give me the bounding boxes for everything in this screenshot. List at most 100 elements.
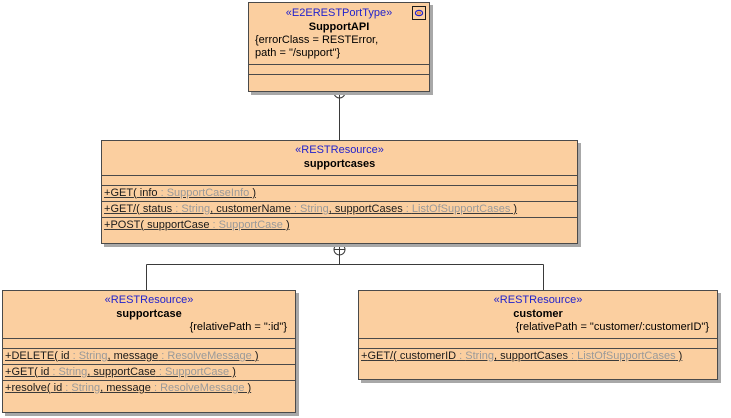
supportapi-name: SupportAPI bbox=[308, 21, 370, 33]
operation-row[interactable]: +GET/( customerID : String, supportCases… bbox=[359, 349, 717, 364]
operation-paren-open: ( bbox=[140, 219, 145, 231]
operation-visibility: + bbox=[5, 350, 12, 362]
operation-paren-open: ( bbox=[54, 350, 58, 362]
supportcase-header: «RESTResource» supportcase {relativePath… bbox=[3, 291, 295, 338]
operation-param-type: ResolveMessage bbox=[167, 350, 252, 362]
operation-param-type: ListOfSupportCases bbox=[411, 203, 511, 215]
operation-name: GET bbox=[11, 366, 35, 378]
operation-param-colon: : bbox=[172, 203, 182, 215]
operation-paren-close: ) bbox=[244, 382, 252, 394]
operation-visibility: + bbox=[361, 350, 368, 362]
operation-param-type: ResolveMessage bbox=[160, 382, 245, 394]
customer-tagged-values: {relativePath = "customer/:customerID"} bbox=[515, 321, 709, 333]
operation-param-separator: , bbox=[328, 203, 332, 215]
operation-param-colon: : bbox=[158, 350, 168, 362]
operation-visibility: + bbox=[104, 187, 111, 199]
operation-row[interactable]: +GET/( status : String, customerName : S… bbox=[102, 202, 577, 218]
uml-class-customer[interactable]: «RESTResource» customer {relativePath = … bbox=[358, 290, 718, 380]
supportapi-attributes-compartment bbox=[249, 64, 429, 74]
operation-paren-close: ) bbox=[249, 187, 256, 199]
operation-param-colon: : bbox=[209, 219, 219, 231]
operation-param-name: message bbox=[103, 382, 151, 394]
operation-name: POST bbox=[110, 219, 141, 231]
operation-param-type: ListOfSupportCases bbox=[577, 350, 676, 362]
operation-name: GET bbox=[110, 187, 134, 199]
operation-visibility: + bbox=[5, 366, 12, 378]
customer-header: «RESTResource» customer {relativePath = … bbox=[359, 291, 717, 338]
operation-row[interactable]: +DELETE( id : String, message : ResolveM… bbox=[3, 349, 295, 365]
operation-param-colon: : bbox=[49, 366, 59, 378]
supportcases-stereotype: «RESTResource» bbox=[295, 144, 384, 156]
supportcase-name: supportcase bbox=[116, 308, 182, 320]
operation-name: DELETE bbox=[11, 350, 55, 362]
supportapi-operations-compartment bbox=[249, 74, 429, 84]
operation-param-colon: : bbox=[150, 382, 161, 394]
operation-visibility: + bbox=[5, 382, 12, 394]
supportapi-stereotype: «E2ERESTPortType» bbox=[285, 7, 393, 19]
uml-class-supportcase[interactable]: «RESTResource» supportcase {relativePath… bbox=[2, 290, 296, 413]
containment-circle-icon bbox=[333, 243, 346, 256]
operation-param-name: id bbox=[37, 366, 50, 378]
supportcases-attributes-compartment bbox=[102, 175, 577, 185]
customer-name: customer bbox=[513, 308, 563, 320]
uml-class-supportapi[interactable]: «E2ERESTPortType» SupportAPI {errorClass… bbox=[248, 2, 430, 92]
supportcases-header: «RESTResource» supportcases bbox=[102, 141, 577, 175]
operation-param-separator: , bbox=[100, 382, 104, 394]
operation-param-colon: : bbox=[157, 187, 167, 199]
operation-param-name: status bbox=[139, 203, 173, 215]
connector-supportcases-children bbox=[146, 243, 544, 290]
operation-param-type: SupportCaseInfo bbox=[166, 187, 250, 199]
operation-param-colon: : bbox=[402, 203, 412, 215]
supportapi-tagged-values: {errorClass = RESTError, path = "/suppor… bbox=[255, 34, 379, 59]
operation-paren-close: ) bbox=[510, 203, 518, 215]
connector-supportapi-supportcases bbox=[333, 86, 346, 140]
operation-param-type: String bbox=[78, 350, 108, 362]
operation-param-name: supportCases bbox=[331, 203, 403, 215]
supportcase-attributes-compartment bbox=[3, 338, 295, 348]
operation-row[interactable]: +resolve( id : String, message : Resolve… bbox=[3, 381, 295, 396]
operation-param-type: String bbox=[58, 366, 88, 378]
operation-param-colon: : bbox=[290, 203, 300, 215]
operation-param-separator: , bbox=[87, 366, 91, 378]
operation-param-name: supportCases bbox=[497, 350, 568, 362]
operation-param-separator: , bbox=[210, 203, 214, 215]
operation-param-type: SupportCase bbox=[164, 366, 230, 378]
operation-visibility: + bbox=[104, 219, 111, 231]
operation-name: GET/ bbox=[367, 350, 394, 362]
operation-paren-close: ) bbox=[675, 350, 683, 362]
customer-stereotype: «RESTResource» bbox=[493, 294, 583, 306]
customer-attributes-compartment bbox=[359, 338, 717, 348]
operation-paren-open: ( bbox=[133, 187, 137, 199]
operation-row[interactable]: +GET( id : String, supportCase : Support… bbox=[3, 365, 295, 381]
uml-class-supportcases[interactable]: «RESTResource» supportcases +GET( info :… bbox=[101, 140, 578, 244]
supportcase-tagged-values: {relativePath = ":id"} bbox=[189, 321, 287, 333]
operation-param-name: info bbox=[136, 187, 158, 199]
operation-param-type: String bbox=[181, 203, 211, 215]
operation-paren-close: ) bbox=[251, 350, 259, 362]
operation-param-name: message bbox=[110, 350, 159, 362]
operation-param-name: customerID bbox=[396, 350, 457, 362]
operation-name: GET/ bbox=[110, 203, 137, 215]
supportcase-stereotype: «RESTResource» bbox=[104, 294, 194, 306]
supportcases-name: supportcases bbox=[303, 158, 376, 170]
operation-param-colon: : bbox=[155, 366, 165, 378]
operation-param-separator: , bbox=[107, 350, 111, 362]
operation-row[interactable]: +GET( info : SupportCaseInfo ) bbox=[102, 186, 577, 202]
operation-param-colon: : bbox=[62, 382, 72, 394]
operation-paren-close: ) bbox=[282, 219, 290, 231]
operation-param-colon: : bbox=[568, 350, 578, 362]
operation-visibility: + bbox=[104, 203, 111, 215]
operation-param-colon: : bbox=[456, 350, 466, 362]
operation-param-type: SupportCase bbox=[218, 219, 283, 231]
operation-row[interactable]: +POST( supportCase : SupportCase ) bbox=[102, 218, 577, 233]
operation-param-name: supportCase bbox=[90, 366, 156, 378]
operation-paren-open: ( bbox=[34, 366, 38, 378]
supportapi-header: «E2ERESTPortType» SupportAPI {errorClass… bbox=[249, 3, 429, 64]
operation-param-type: String bbox=[71, 382, 101, 394]
operation-name: resolve bbox=[11, 382, 47, 394]
operation-paren-open: ( bbox=[393, 350, 397, 362]
operation-param-separator: , bbox=[494, 350, 498, 362]
operation-paren-open: ( bbox=[46, 382, 51, 394]
customer-operations-compartment: +GET/( customerID : String, supportCases… bbox=[359, 348, 717, 364]
operation-param-name: id bbox=[50, 382, 63, 394]
